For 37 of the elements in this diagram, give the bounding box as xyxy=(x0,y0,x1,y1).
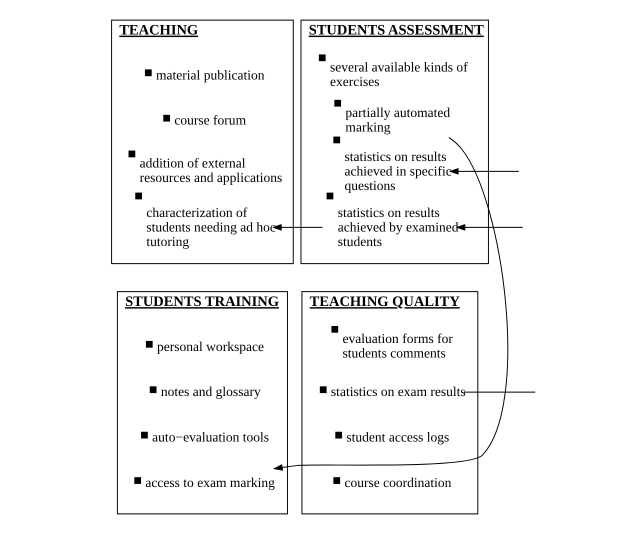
node-label: characterization of students needing ad hoc tutoring xyxy=(146,204,276,249)
arrow xyxy=(456,224,524,231)
node-label: material publication xyxy=(156,67,265,82)
node-box xyxy=(144,69,152,76)
node-box xyxy=(150,386,157,394)
node-label: notes and glossary xyxy=(160,384,261,400)
node-box xyxy=(333,477,340,484)
node-label: evaluation forms for students comments xyxy=(342,331,453,361)
node-box xyxy=(141,432,148,439)
node-label: course forum xyxy=(174,112,246,128)
node-label: addition of external resources and applications xyxy=(140,156,282,186)
node-box xyxy=(128,150,136,158)
node-label: statistics on exam results xyxy=(330,384,466,400)
node-label: access to exam marking xyxy=(145,475,275,490)
arrow xyxy=(448,168,520,175)
node-label: course coordination xyxy=(344,475,452,490)
node-box xyxy=(320,386,327,394)
node-label: partially automated marking xyxy=(345,104,450,134)
arrow xyxy=(272,224,324,231)
node-box xyxy=(135,192,142,200)
node-label: statistics on results achieved in specific questions xyxy=(344,148,452,193)
node-box xyxy=(333,136,340,144)
arrow xyxy=(272,137,508,471)
node-box xyxy=(163,114,170,122)
node-label: student access logs xyxy=(346,430,450,445)
connector xyxy=(464,392,536,393)
node-label: several available kinds of exercises xyxy=(330,60,468,90)
node-label: statistics on results achieved by examined students xyxy=(338,204,459,249)
node-box xyxy=(331,326,338,333)
node-box xyxy=(326,192,334,200)
node-box xyxy=(334,100,342,107)
node-box xyxy=(318,54,326,62)
node-box xyxy=(146,340,153,348)
node-label: auto−evaluation tools xyxy=(152,430,270,445)
node-label: personal workspace xyxy=(157,338,264,354)
node-box xyxy=(134,477,142,484)
node-box xyxy=(335,432,342,439)
